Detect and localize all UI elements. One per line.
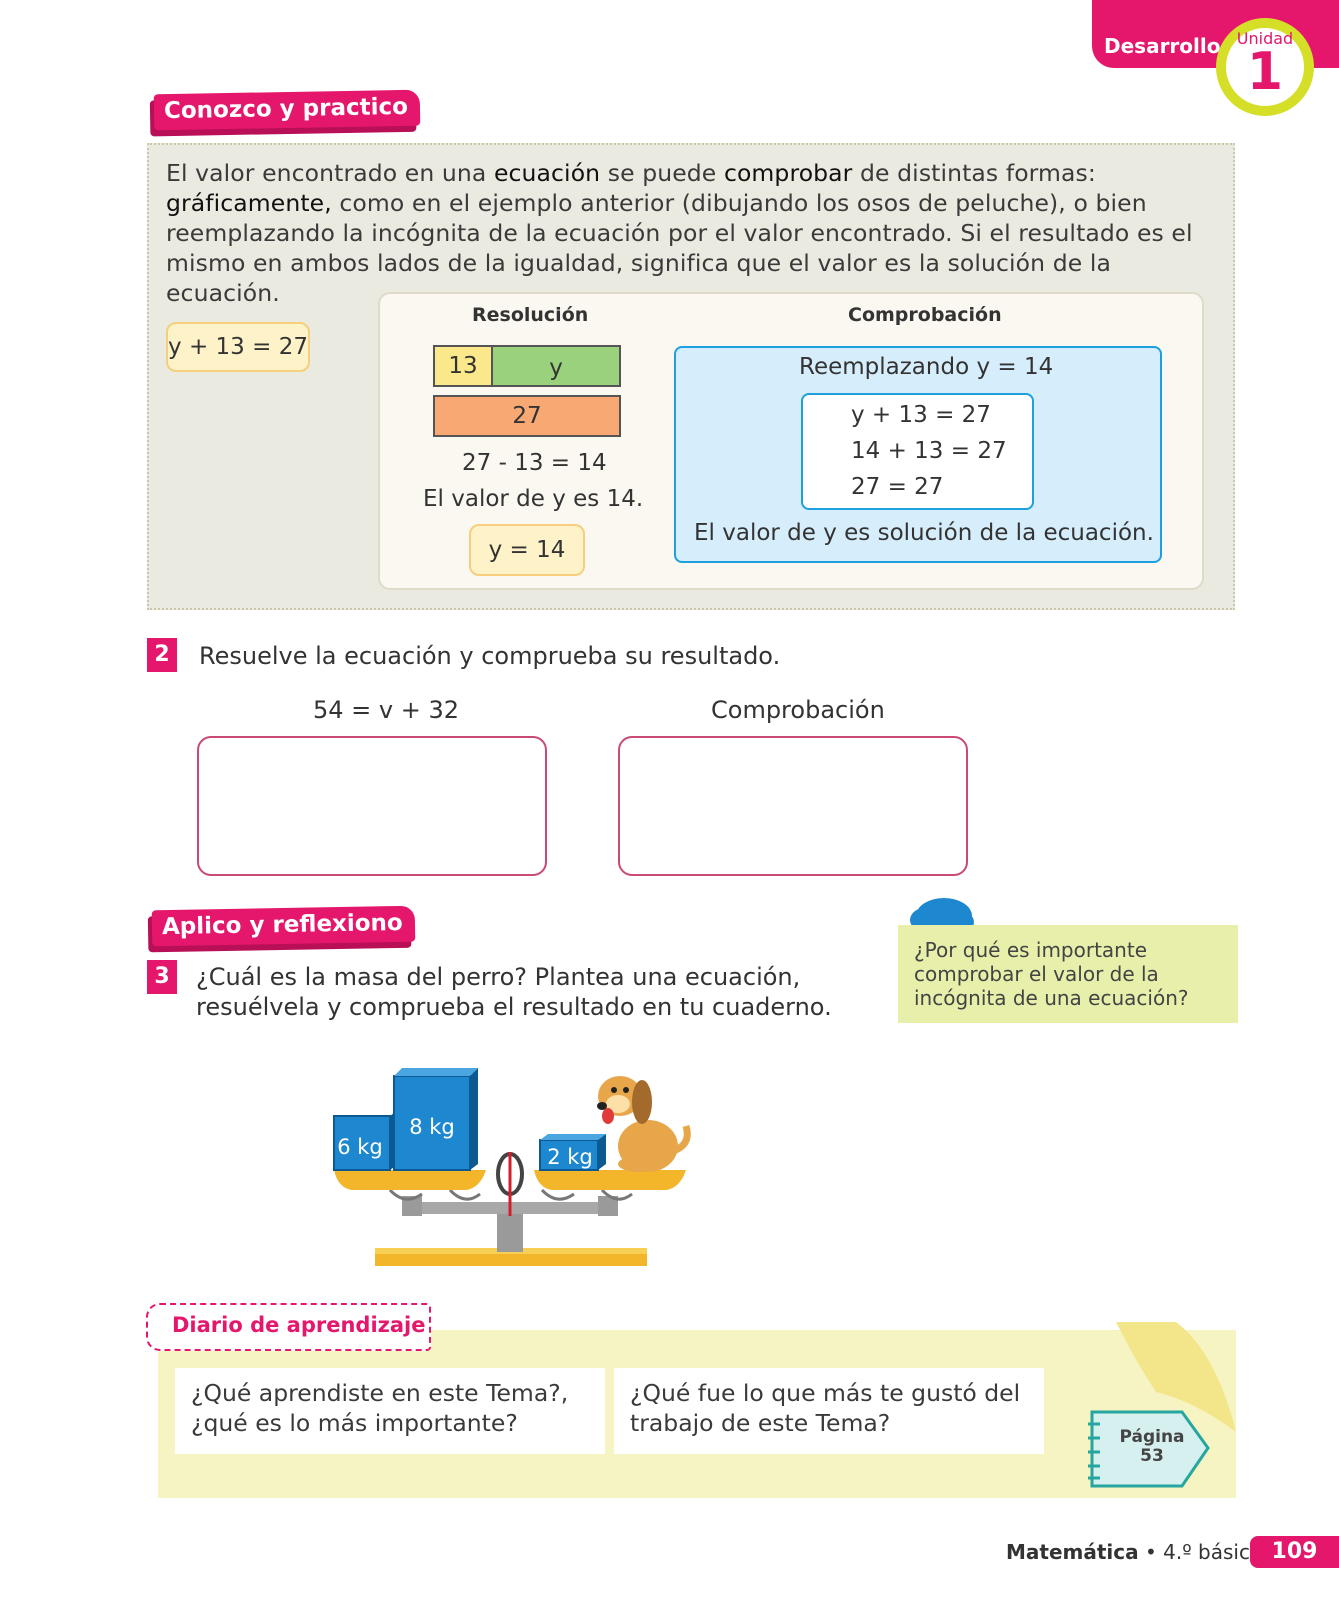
diary-question-2[interactable]: ¿Qué fue lo que más te gustó del trabajo… <box>614 1368 1044 1454</box>
bar-part-y: y <box>491 345 621 387</box>
diary-question-1[interactable]: ¿Qué aprendiste en este Tema?, ¿qué es l… <box>175 1368 605 1454</box>
check-answer-box[interactable] <box>618 736 968 876</box>
aplico-ribbon: Aplico y reflexiono <box>151 905 416 947</box>
resolution-statement: El valor de y es 14. <box>423 486 644 512</box>
check-line-2: 14 + 13 = 27 <box>851 438 1007 464</box>
check-steps-box <box>801 393 1034 510</box>
exercise-2-prompt: Resuelve la ecuación y comprueba su resu… <box>199 642 781 670</box>
exercise-2-equation: 54 = v + 32 <box>313 696 460 724</box>
section-label: Desarrollo <box>1104 34 1221 58</box>
unit-number: 1 <box>1246 42 1284 102</box>
resolution-operation: 27 - 13 = 14 <box>462 450 607 476</box>
exercise-2-check-label: Comprobación <box>711 696 885 724</box>
exercise-3-prompt: ¿Cuál es la masa del perro? Plantea una … <box>196 962 832 1022</box>
unit-label: Unidad <box>1236 29 1294 48</box>
info-text-2: se puede <box>600 159 724 187</box>
equation-tag: y + 13 = 27 <box>166 322 310 372</box>
info-keyword-graficamente: gráficamente, <box>166 189 332 217</box>
check-conclusion: El valor de y es solución de la ecuación… <box>694 520 1154 546</box>
page-reference: Página 53 <box>1110 1428 1194 1466</box>
page-curl-decoration <box>1116 1322 1236 1432</box>
exercise-3-line-2: resuélvela y comprueba el resultado en t… <box>196 993 832 1021</box>
check-line-3: 27 = 27 <box>851 474 944 500</box>
page-reference-label: Página <box>1119 1427 1185 1447</box>
thought-question: ¿Por qué es importante comprobar el valo… <box>914 938 1189 1010</box>
footer-grade: 4.º básico <box>1163 1540 1263 1564</box>
diary-tag: Diario de aprendizaje <box>146 1303 431 1351</box>
weight-label-8kg: 8 kg <box>409 1115 455 1139</box>
diary-q1-line-2: ¿qué es lo más importante? <box>191 1409 518 1437</box>
info-text-3: de distintas formas: <box>852 159 1096 187</box>
unit-badge: Unidad 1 <box>1216 18 1314 116</box>
page-reference-number: 53 <box>1140 1446 1164 1466</box>
weight-label-6kg: 6 kg <box>337 1135 383 1159</box>
diary-q2-line-2: trabajo de este Tema? <box>630 1409 891 1437</box>
info-keyword-comprobar: comprobar <box>723 159 853 187</box>
bar-part-13: 13 <box>433 345 493 387</box>
exercise-3-number: 3 <box>147 960 177 994</box>
diary-q1-line-1: ¿Qué aprendiste en este Tema?, <box>191 1379 569 1407</box>
diary-q2-line-1: ¿Qué fue lo que más te gustó del <box>630 1379 1021 1407</box>
check-title: Comprobación <box>848 304 1002 326</box>
diary-tag-text: Diario de aprendizaje <box>172 1313 426 1337</box>
thought-box <box>898 925 1238 1023</box>
exercise-3-line-1: ¿Cuál es la masa del perro? Plantea una … <box>196 963 801 991</box>
info-text-4: como en el ejemplo anterior (dibujando l… <box>166 189 1193 307</box>
resolution-answer-box[interactable] <box>197 736 547 876</box>
info-text-1: El valor encontrado en una <box>166 159 494 187</box>
info-paragraph: El valor encontrado en una ecuación se p… <box>166 158 1226 308</box>
bar-total-27: 27 <box>433 395 621 437</box>
page-number: 109 <box>1250 1536 1339 1568</box>
balance-scale-illustration: 6 kg 8 kg 2 kg <box>333 1068 691 1266</box>
dog-icon <box>597 1076 691 1172</box>
info-keyword-ecuacion: ecuación <box>493 159 601 187</box>
notebook-icon[interactable] <box>1084 1408 1214 1490</box>
resolution-title: Resolución <box>472 304 589 326</box>
footer-subject: Matemática <box>1006 1540 1139 1564</box>
check-line-1: y + 13 = 27 <box>851 402 991 428</box>
weight-label-2kg: 2 kg <box>547 1145 593 1169</box>
check-heading: Reemplazando y = 14 <box>799 354 1054 380</box>
footer-separator: • <box>1138 1540 1164 1564</box>
result-tag: y = 14 <box>469 524 585 576</box>
footer-text: Matemática • 4.º básico <box>1006 1540 1262 1564</box>
conozco-ribbon: Conozco y practico <box>153 89 421 131</box>
exercise-2-number: 2 <box>147 638 177 672</box>
